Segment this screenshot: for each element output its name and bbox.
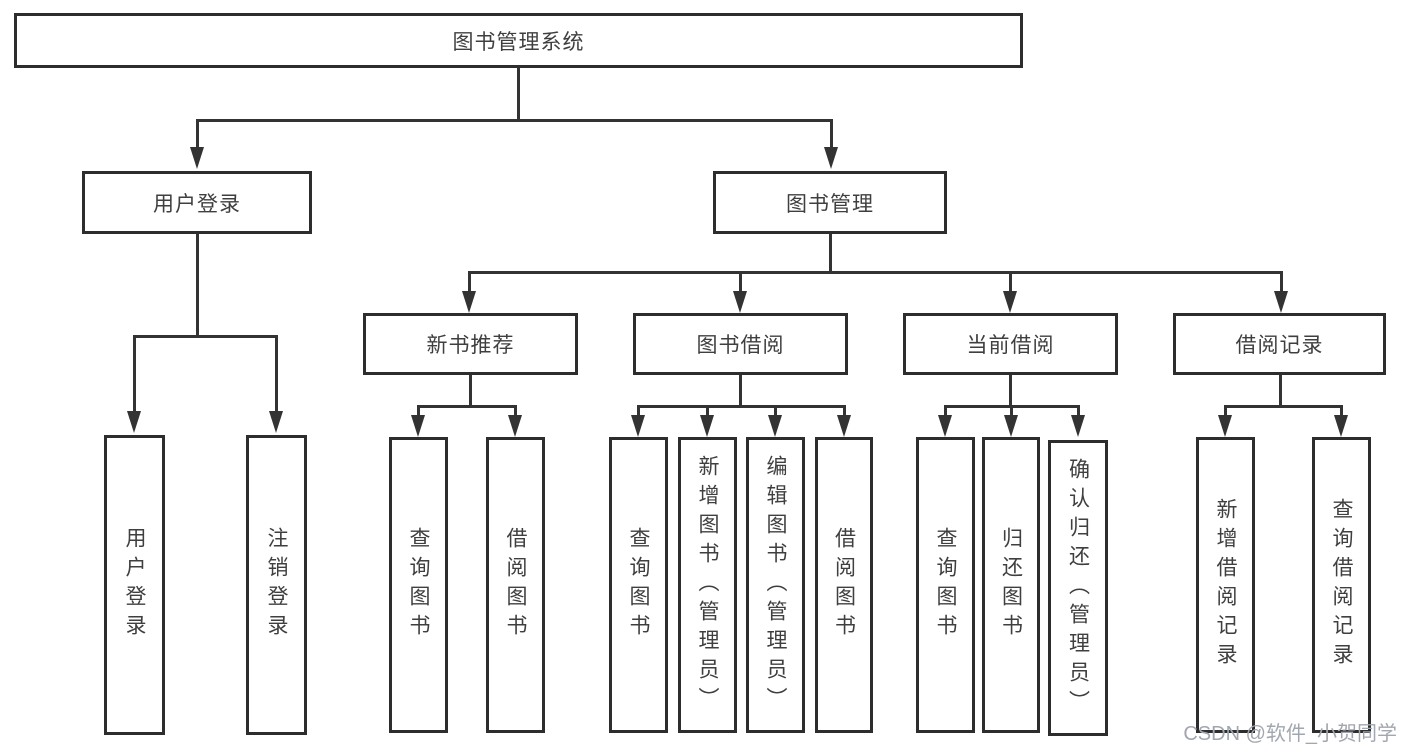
leaf-confirm-return-admin: 确认归还（管理员） xyxy=(1048,440,1108,736)
arrowhead-icon xyxy=(733,291,747,313)
leaf-logout: 注销登录 xyxy=(246,435,307,735)
leaf-query-books-2: 查询图书 xyxy=(609,437,668,733)
node-label: 新增借阅记录 xyxy=(1214,498,1237,672)
node-label: 注销登录 xyxy=(265,527,288,643)
arrowhead-icon xyxy=(837,415,851,437)
edge-userlogin-stub xyxy=(196,234,199,337)
edge-newbook-drop1 xyxy=(417,405,420,417)
arrowhead-icon xyxy=(938,415,952,437)
edge-bookmgmt-stub xyxy=(829,234,832,274)
edge-records-drop2 xyxy=(1340,405,1343,417)
edge-newbook-drop2 xyxy=(514,405,517,417)
edge-root-span xyxy=(196,119,833,122)
edge-newbook-stub xyxy=(469,375,472,408)
edge-current-drop3 xyxy=(1077,405,1080,417)
edge-userlogin-drop2 xyxy=(275,335,278,412)
edge-borrow-stub xyxy=(739,375,742,408)
edge-current-stub xyxy=(1009,375,1012,408)
node-label: 图书管理系统 xyxy=(452,30,585,54)
arrowhead-icon xyxy=(824,147,838,169)
edge-borrow-drop1 xyxy=(637,405,640,417)
edge-borrow-drop3 xyxy=(774,405,777,417)
edge-bookmgmt-drop3 xyxy=(1009,271,1012,293)
arrowhead-icon xyxy=(1218,415,1232,437)
arrowhead-icon xyxy=(631,415,645,437)
node-label: 用户登录 xyxy=(153,192,241,216)
arrowhead-icon xyxy=(190,147,204,169)
leaf-query-borrow-record: 查询借阅记录 xyxy=(1312,437,1371,733)
node-label: 当前借阅 xyxy=(966,334,1055,357)
arrowhead-icon xyxy=(1071,415,1085,437)
arrowhead-icon xyxy=(411,415,425,437)
edge-bookmgmt-drop4 xyxy=(1280,271,1283,293)
leaf-query-books-1: 查询图书 xyxy=(389,437,448,733)
arrowhead-icon xyxy=(1274,291,1288,313)
edge-records-stub xyxy=(1279,375,1282,408)
edge-root-right-drop xyxy=(830,119,833,149)
node-label: 借阅图书 xyxy=(832,527,856,643)
node-label: 查询图书 xyxy=(934,527,957,643)
node-label: 归还图书 xyxy=(999,527,1023,643)
edge-borrow-drop4 xyxy=(843,405,846,417)
edge-newbook-span xyxy=(417,405,517,408)
arrowhead-icon xyxy=(1004,415,1018,437)
leaf-add-borrow-record: 新增借阅记录 xyxy=(1196,437,1255,733)
edge-root-left-drop xyxy=(196,119,199,149)
edge-records-span xyxy=(1224,405,1343,408)
edge-records-drop1 xyxy=(1224,405,1227,417)
node-label: 借阅记录 xyxy=(1235,334,1324,357)
node-label: 编辑图书（管理员） xyxy=(764,454,787,716)
leaf-query-books-3: 查询图书 xyxy=(916,437,975,733)
edge-userlogin-drop1 xyxy=(133,335,136,412)
node-label: 图书借阅 xyxy=(696,334,785,357)
edge-current-drop1 xyxy=(944,405,947,417)
node-book-management: 图书管理 xyxy=(713,171,947,234)
node-label: 用户登录 xyxy=(123,527,146,643)
node-label: 新书推荐 xyxy=(426,334,515,357)
node-user-login: 用户登录 xyxy=(82,171,312,234)
arrowhead-icon xyxy=(1334,415,1348,437)
node-label: 图书管理 xyxy=(786,192,874,216)
node-borrow-records: 借阅记录 xyxy=(1173,313,1386,375)
node-new-book-recommend: 新书推荐 xyxy=(363,313,578,375)
csdn-watermark: CSDN @软件_小贺同学 xyxy=(1183,723,1397,745)
arrowhead-icon xyxy=(462,291,476,313)
arrowhead-icon xyxy=(127,411,141,433)
leaf-borrow-books-2: 借阅图书 xyxy=(815,437,873,733)
arrowhead-icon xyxy=(508,415,522,437)
edge-root-stub xyxy=(517,68,520,119)
edge-borrow-drop2 xyxy=(706,405,709,417)
leaf-borrow-books-1: 借阅图书 xyxy=(486,437,545,733)
arrowhead-icon xyxy=(1003,291,1017,313)
edge-bookmgmt-span xyxy=(468,271,1283,274)
edge-bookmgmt-drop1 xyxy=(468,271,471,293)
node-root-library-system: 图书管理系统 xyxy=(14,13,1023,68)
edge-userlogin-span xyxy=(133,335,278,338)
node-label: 查询图书 xyxy=(407,527,430,643)
node-label: 新增图书（管理员） xyxy=(696,454,719,716)
leaf-edit-books-admin: 编辑图书（管理员） xyxy=(746,437,805,733)
node-label: 借阅图书 xyxy=(504,527,527,643)
arrowhead-icon xyxy=(700,415,714,437)
node-book-borrow: 图书借阅 xyxy=(633,313,848,375)
node-label: 查询借阅记录 xyxy=(1330,498,1353,672)
node-current-borrow: 当前借阅 xyxy=(903,313,1118,375)
edge-borrow-span xyxy=(637,405,846,408)
leaf-add-books-admin: 新增图书（管理员） xyxy=(678,437,737,733)
leaf-user-login: 用户登录 xyxy=(104,435,165,735)
leaf-return-books: 归还图书 xyxy=(982,437,1040,733)
arrowhead-icon xyxy=(269,411,283,433)
arrowhead-icon xyxy=(768,415,782,437)
edge-current-drop2 xyxy=(1010,405,1013,417)
node-label: 确认归还（管理员） xyxy=(1066,457,1090,719)
edge-bookmgmt-drop2 xyxy=(739,271,742,293)
node-label: 查询图书 xyxy=(627,527,650,643)
